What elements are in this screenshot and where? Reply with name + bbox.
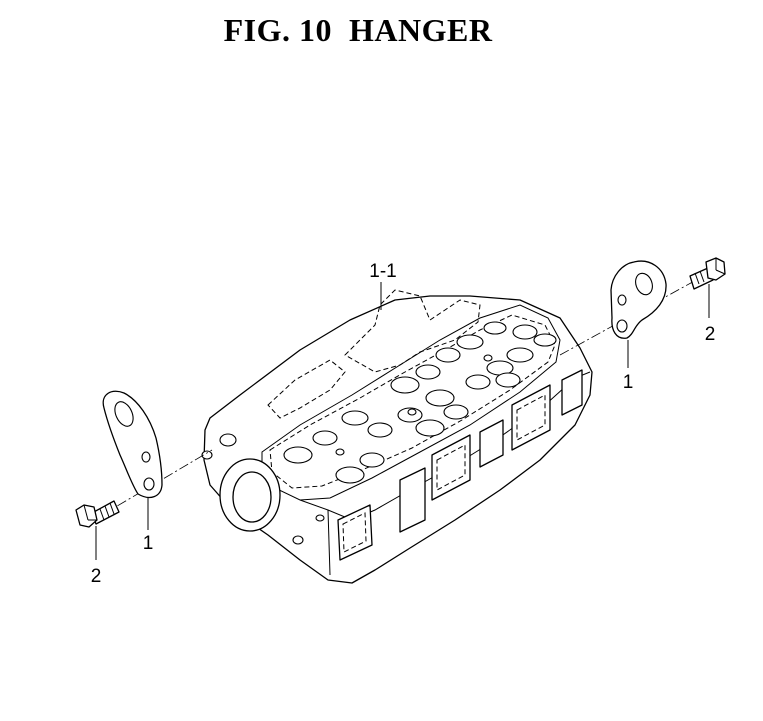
bolt-right xyxy=(689,257,726,290)
cylinder-head xyxy=(201,289,593,584)
bolt-left xyxy=(75,500,120,528)
callout-1-hanger-right: 1 xyxy=(623,372,634,393)
callout-2-bolt-left: 2 xyxy=(91,566,102,587)
deck-holes xyxy=(283,321,557,484)
callout-1-1-cylinder-head: 1-1 xyxy=(369,261,396,282)
hanger-left xyxy=(102,390,163,499)
leader-lines xyxy=(95,282,710,560)
hanger-right xyxy=(610,260,667,339)
end-boss xyxy=(201,433,325,545)
callout-1-hanger-left: 1 xyxy=(143,533,154,554)
callout-2-bolt-right: 2 xyxy=(705,324,716,345)
figure-title: FIG. 10 HANGER xyxy=(223,12,493,48)
side-ports xyxy=(337,369,583,561)
